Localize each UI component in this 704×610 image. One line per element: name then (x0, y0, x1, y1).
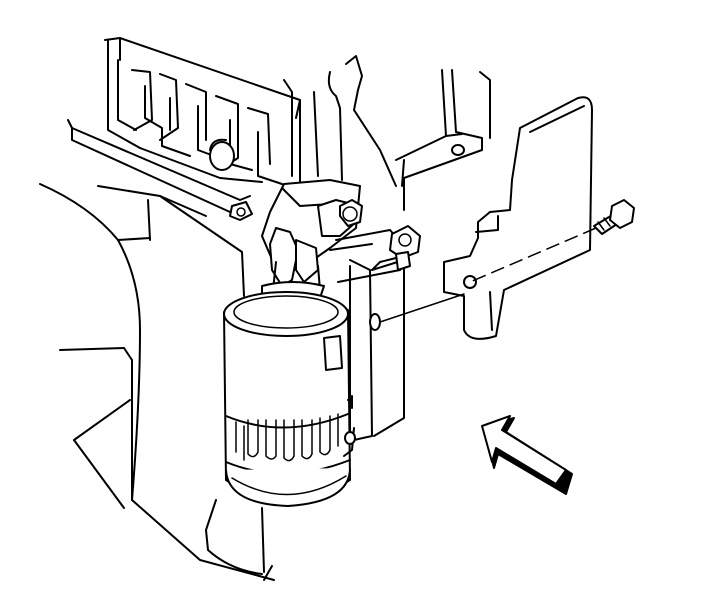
oil-filter-bracket (349, 255, 405, 441)
alignment-line-bolt (469, 227, 597, 283)
alignment-line-bracket (379, 293, 465, 323)
bracket-bolt (593, 199, 635, 235)
oil-filter (223, 281, 353, 507)
engine-block (67, 37, 491, 221)
view-direction-arrow (481, 415, 573, 495)
mount-plate (443, 96, 593, 340)
oil-pan-surfaces (39, 183, 356, 581)
